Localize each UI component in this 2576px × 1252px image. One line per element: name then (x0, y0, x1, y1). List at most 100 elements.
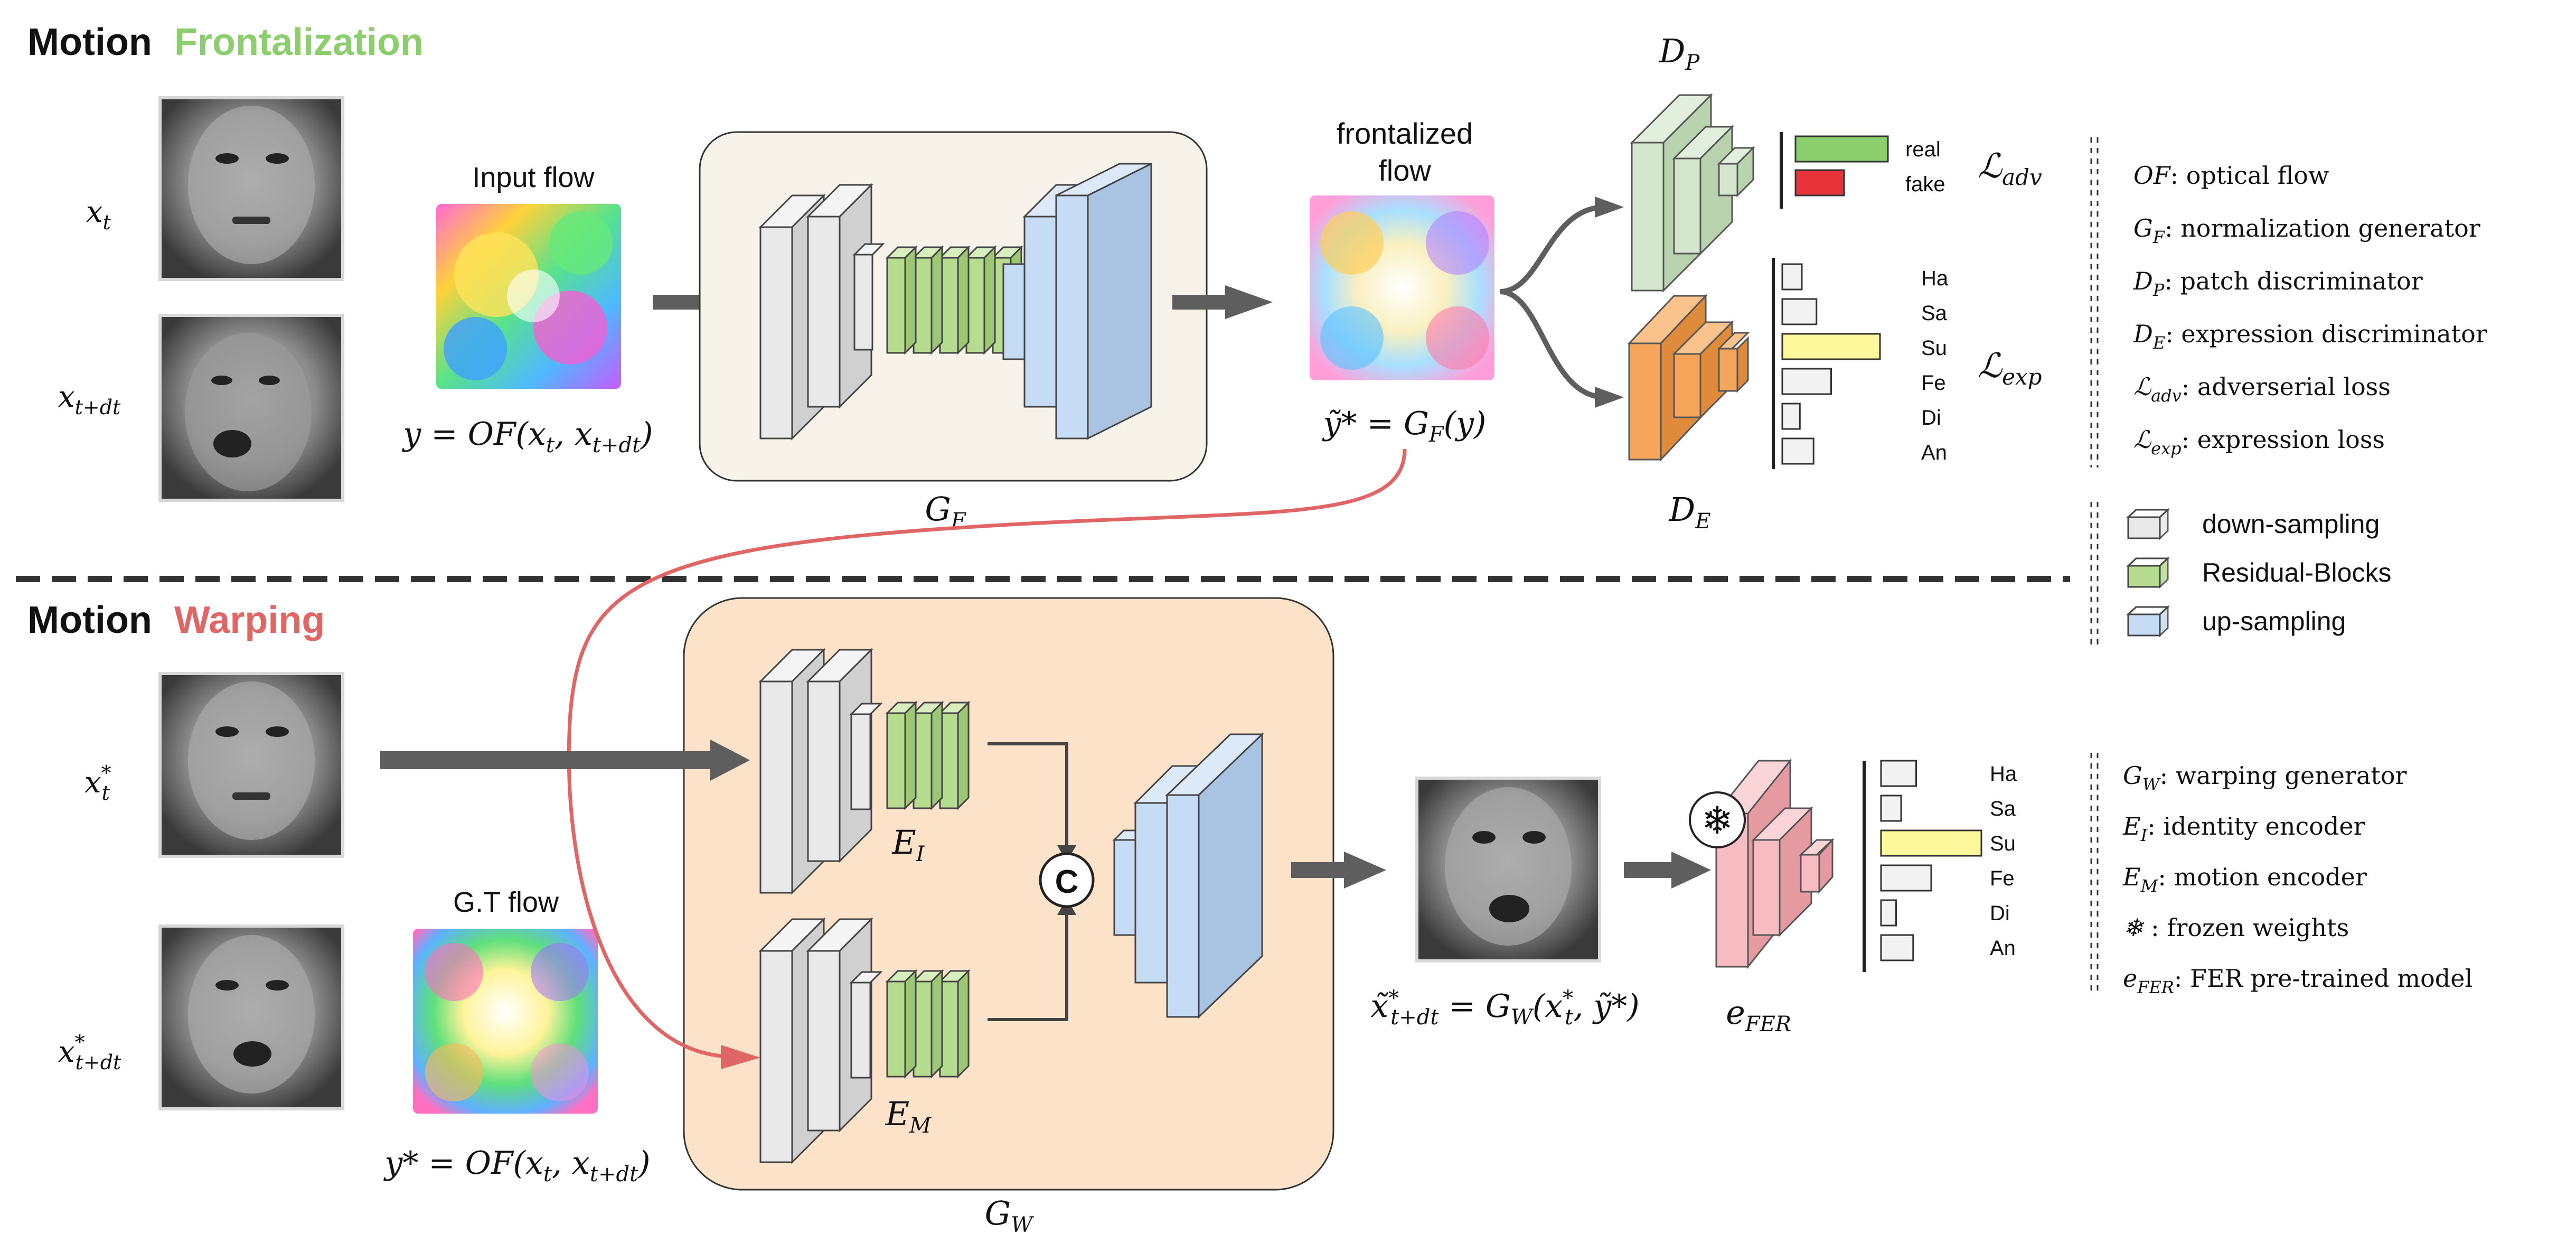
arrow-xt-to-ei-head (710, 740, 750, 781)
arrow-to-dp (1499, 204, 1606, 294)
label-xt-dt: xt+dt (58, 380, 121, 419)
class-bar-su (1781, 333, 1881, 360)
legend-entry: eFER: FER pre-trained model (2123, 964, 2472, 997)
arrow-to-dp-head (1595, 197, 1624, 218)
arrow-flow-to-gf-shaft (653, 295, 706, 310)
legend-entry: DP: patch discriminator (2133, 267, 2423, 300)
legend-entry: ❄ : frozen weights (2123, 913, 2349, 942)
gw-label: GW (985, 1194, 1035, 1237)
input-frame-xt-star (158, 672, 344, 858)
real-bar (1794, 135, 1889, 163)
de-label: DE (1669, 490, 1711, 534)
class-label-sa: Sa (1990, 797, 2016, 820)
class-bar-su (1880, 829, 1982, 857)
snowflake-icon: ❄ (1701, 800, 1733, 842)
real-label: real (1905, 138, 1941, 161)
input-frame-xt-dt (158, 314, 344, 502)
class-label-an: An (1921, 441, 1947, 464)
top-title: Motion Frontalization (27, 21, 424, 63)
frontalized-flow-image (1310, 195, 1494, 380)
class-label-di: Di (1990, 902, 2010, 925)
legend-block-label: up-sampling (2202, 606, 2346, 636)
top-title-prefix: Motion (27, 21, 152, 63)
legend-block-swatch (2126, 605, 2170, 638)
legend-entry: ℒexp: expression loss (2133, 425, 2385, 459)
ei-label: EI (891, 823, 925, 866)
class-label-ha: Ha (1990, 762, 2017, 786)
legend-entry: GW: warping generator (2123, 761, 2407, 795)
em-blocks (758, 917, 971, 1164)
dp-label: DP (1659, 32, 1700, 75)
gt-flow-image (413, 929, 598, 1114)
input-flow-label: Input flow (472, 162, 595, 193)
concat-node (1039, 852, 1095, 908)
label-xt: xt (86, 195, 111, 234)
adv-loss-label: ℒadv (1978, 147, 2042, 190)
class-label-ha: Ha (1921, 267, 1949, 290)
legend-entry: OF: optical flow (2133, 161, 2329, 190)
red-flow-arrow (567, 449, 1407, 1059)
class-bar-fe (1880, 864, 1932, 892)
fer-class-bars (1880, 760, 1982, 961)
arrow-gf-to-frontal-head (1225, 285, 1273, 319)
em-to-concat-line (988, 910, 1068, 1021)
ei-to-concat-line (988, 742, 1068, 851)
gt-flow-label: G.T flow (453, 886, 559, 918)
label-xt-star: x*t (84, 761, 111, 805)
class-label-di: Di (1921, 406, 1941, 429)
legend-block-label: Residual-Blocks (2202, 558, 2391, 587)
ei-blocks (758, 648, 971, 895)
class-label-sa: Sa (1921, 302, 1948, 325)
arrow-to-de (1499, 289, 1606, 400)
frontalized-label-line1: frontalized (1337, 117, 1473, 150)
class-bar-fe (1781, 368, 1832, 395)
output-frame (1415, 777, 1601, 963)
legend-block-swatch (2126, 556, 2170, 589)
class-bar-an (1880, 934, 1914, 961)
top-title-accent: Frontalization (174, 21, 424, 63)
em-label: EM (885, 1095, 932, 1138)
class-bar-di (1880, 899, 1897, 927)
class-bar-ha (1781, 263, 1803, 291)
class-label-su: Su (1990, 832, 2016, 855)
label-xt-dt-star: x*t+dt (58, 1031, 121, 1074)
de-blocks (1627, 294, 1750, 462)
bottom-title: Motion Warping (27, 599, 325, 641)
class-bar-sa (1880, 795, 1902, 822)
fer-label: eFER (1726, 993, 1791, 1036)
class-label-fe: Fe (1921, 371, 1946, 395)
class-label-su: Su (1921, 337, 1947, 360)
class-bar-ha (1880, 760, 1917, 787)
arrow-gw-to-output (1291, 862, 1349, 878)
exp-loss-label: ℒexp (1978, 347, 2042, 390)
class-label-fe: Fe (1990, 867, 2015, 890)
input-flow-equation: y = OF(xt, xt+dt) (401, 416, 653, 457)
legend-entry: GF: normalization generator (2133, 214, 2480, 247)
output-equation: x̃*t+dt = GW(x*t, ỹ*) (1370, 986, 1639, 1030)
input-frame-xt (158, 96, 344, 281)
legend-entry: EI: identity encoder (2122, 812, 2365, 845)
legend-entry: ℒadv: adverserial loss (2133, 372, 2391, 406)
arrow-to-de-head (1595, 387, 1624, 408)
input-frame-xt-dt-star (158, 924, 344, 1110)
gw-decoder-blocks (1112, 732, 1264, 1019)
arrow-xt-to-ei (380, 751, 718, 769)
class-bar-sa (1781, 298, 1818, 325)
gt-flow-equation: y* = OF(xt, xt+dt) (383, 1145, 650, 1186)
legend-block-swatch (2126, 508, 2170, 540)
bottom-title-accent: Warping (174, 599, 325, 641)
class-bar-di (1781, 403, 1801, 430)
frontalized-equation: ỹ* = GF(y) (1322, 405, 1487, 447)
input-flow-image (436, 204, 621, 389)
frontalized-label-line2: flow (1378, 154, 1431, 187)
red-flow-arrow-head (721, 1045, 760, 1069)
bottom-title-prefix: Motion (27, 599, 152, 641)
gf-blocks (758, 162, 1152, 441)
